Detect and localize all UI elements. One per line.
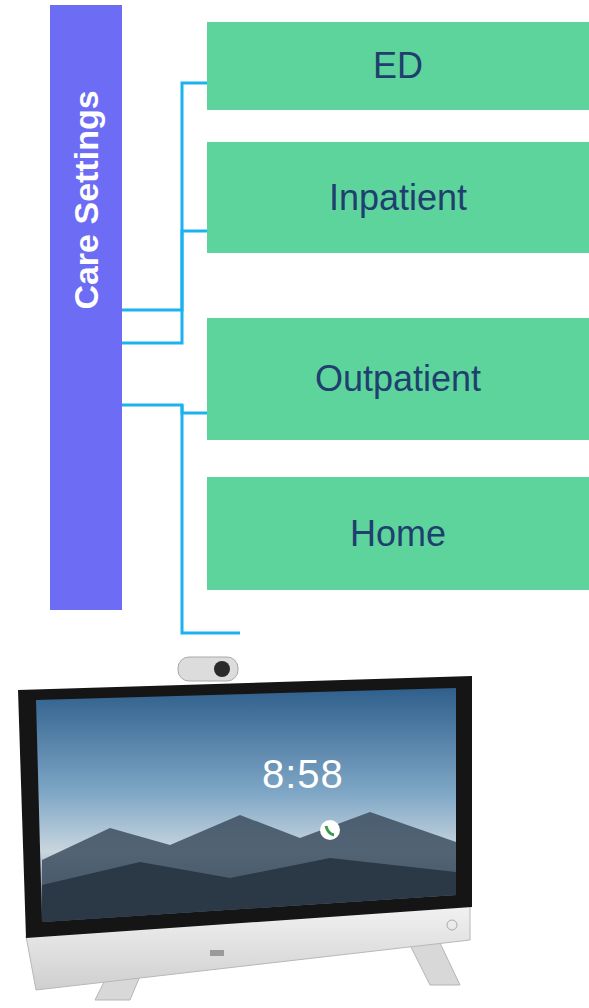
screen-clock: 8:58 xyxy=(262,752,344,797)
bracket-connector xyxy=(122,83,207,310)
category-band: Care Settings xyxy=(50,5,122,610)
box-label: Home xyxy=(350,513,446,555)
setting-box: Inpatient xyxy=(207,142,589,253)
band-title: Care Settings xyxy=(67,90,106,309)
box-label: ED xyxy=(373,45,423,87)
setting-box: Home xyxy=(207,477,589,590)
setting-box: ED xyxy=(207,22,589,110)
box-label: Inpatient xyxy=(329,177,467,219)
box-label: Outpatient xyxy=(315,358,481,400)
setting-box: Outpatient xyxy=(207,318,589,440)
bracket-connector xyxy=(122,405,207,413)
bracket-connector xyxy=(122,231,207,343)
video-device xyxy=(18,657,472,1000)
